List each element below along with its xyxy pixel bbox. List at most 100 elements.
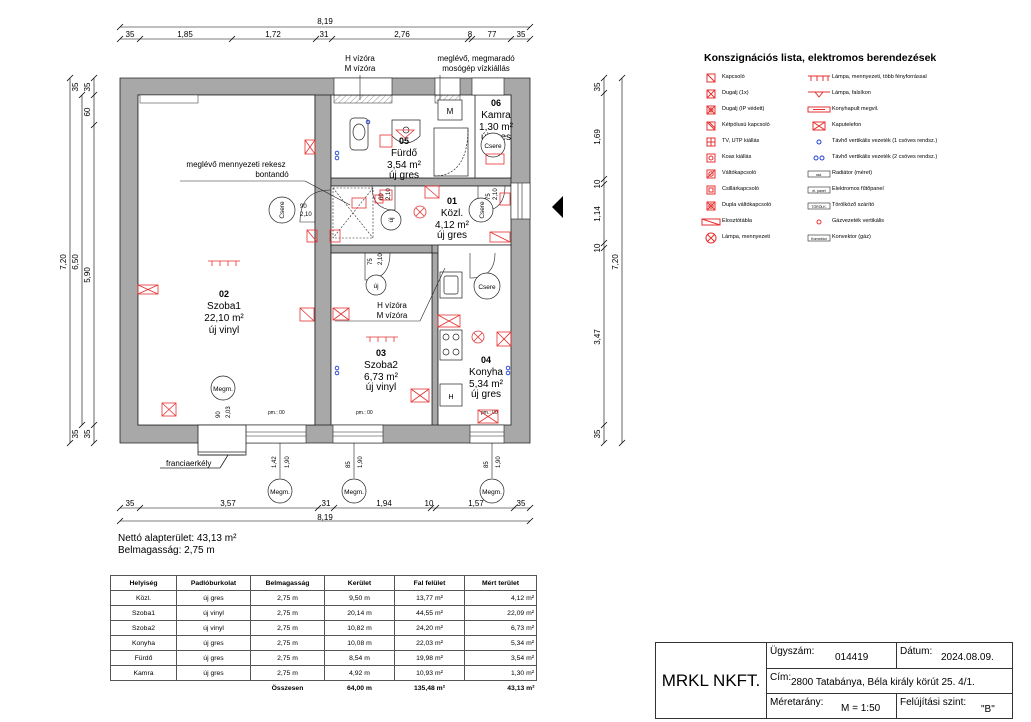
svg-text:2,10: 2,10	[493, 188, 499, 200]
svg-text:2,10: 2,10	[378, 253, 384, 265]
left-dimensions: 7,20 6,50 5,90 35 35 60 35 35	[59, 74, 98, 447]
room-05: 05 Fürdő 3,54 m² új gres	[387, 136, 422, 181]
plan-socket-icon	[161, 402, 177, 417]
total-width-top: 8,19	[317, 17, 333, 26]
total-label: Összesen	[271, 684, 304, 692]
parapet-marks: pm.: 00 pm.: 00 pm.: 00	[268, 410, 498, 416]
cabinet-light-icon	[806, 104, 832, 115]
legend-label-distribution-board: Elosztótábla	[722, 218, 752, 224]
date-cell: Dátum: 2024.08.09.	[897, 643, 1013, 669]
legend-label-changeover: Váltókapcsoló	[722, 170, 757, 176]
level-cell: Felújítási szint: "B"	[900, 697, 995, 715]
table-total-row: Összesen 64,00 m 135,48 m² 43,13 m²	[111, 681, 537, 696]
bottom-dimensions: 35 3,57 31 1,94 10 1,57 35 8,19	[116, 499, 534, 525]
legend-label-heating-1: Távhő vertikális vezeték (1 csöves rends…	[832, 138, 938, 144]
legend-label-tv-utp: TV, UTP kiállás	[722, 138, 760, 144]
svg-text:75: 75	[368, 258, 374, 265]
wall-openings	[239, 77, 531, 444]
towel-dryer-icon: TÖRÖLK.	[806, 200, 832, 211]
legend-label-radiator: Radiátor (méret)	[832, 170, 873, 176]
ceiling-height-note: Belmagasság: 2,75 m	[118, 545, 215, 556]
legend-label-two-pole: Kétpólusú kapcsoló	[722, 122, 770, 128]
svg-text:el. panel: el. panel	[812, 189, 825, 193]
plan-socket-icon	[332, 307, 350, 321]
right-dimensions: 35 1,69 10 1,14 10 3,47 35 7,20	[593, 74, 626, 447]
svg-text:új gres: új gres	[389, 170, 419, 181]
dim-bottom-2: 31	[322, 499, 331, 508]
tag-uj-1: új	[388, 217, 395, 222]
dim-bottom-5: 1,57	[468, 499, 484, 508]
dim-top-2: 1,72	[265, 30, 281, 39]
dim-right-3: 1,14	[593, 206, 602, 222]
tag-megm-3: Megm.	[344, 489, 364, 496]
tag-megm-2: Megm.	[270, 489, 290, 496]
washing-machine-icon	[437, 99, 463, 121]
svg-text:1,30 m²: 1,30 m²	[479, 122, 514, 133]
svg-text:04: 04	[481, 355, 491, 365]
plan-ceiling-lamp-icon	[413, 205, 427, 219]
legend-label-cabinet-light: Konyhapult megvil.	[832, 106, 879, 112]
svg-text:90: 90	[300, 204, 307, 210]
tag-csere-4: Csere	[478, 284, 496, 291]
coax-icon	[700, 152, 722, 163]
svg-text:1,90: 1,90	[496, 456, 502, 468]
svg-text:2,10: 2,10	[300, 212, 312, 218]
svg-text:új gres: új gres	[437, 230, 467, 241]
scale-cell: Méretarány: M = 1:50	[767, 694, 897, 719]
walls	[119, 77, 531, 444]
water-meter-top-m: M vízóra	[345, 64, 376, 73]
legend-label-socket-ip: Dugalj (IP védett)	[722, 106, 765, 112]
plan-socket-icon	[137, 284, 159, 295]
svg-text:új vinyl: új vinyl	[366, 382, 397, 393]
dim-bottom-0: 35	[126, 499, 135, 508]
svg-text:új gres: új gres	[471, 389, 501, 400]
dim-bottom-1: 3,57	[220, 499, 236, 508]
stove-icon	[439, 329, 463, 361]
heating-pipe-1-icon	[806, 136, 832, 147]
opening-dimensions: 1,42 1,90 85 1,90 85 1,90	[272, 456, 502, 468]
svg-text:Fürdő: Fürdő	[391, 148, 418, 159]
dim-top-4: 2,76	[394, 30, 410, 39]
chandelier-switch-icon	[700, 184, 722, 195]
gas-pipe-icon	[806, 216, 832, 227]
dim-top-7: 35	[517, 30, 526, 39]
plan-ceiling-lamp-icon	[471, 330, 485, 344]
dim-top-0: 35	[126, 30, 135, 39]
room-table: Helyiség Padlóburkolat Belmagasság Kerül…	[110, 575, 537, 695]
existing-note-2: mosógép vízkiállás	[442, 64, 510, 73]
dim-right-1: 1,69	[593, 129, 602, 145]
dim-left-small-3: 35	[71, 429, 80, 438]
window-frames	[240, 183, 523, 437]
french-balcony	[160, 424, 247, 469]
radiator-icon: rad.	[806, 168, 832, 179]
plan-switch-icon	[299, 307, 315, 322]
water-meter-mid-h: H vízóra	[377, 301, 407, 310]
svg-text:új vinyl: új vinyl	[209, 325, 240, 336]
svg-text:H: H	[448, 394, 453, 401]
room-03: 03 Szoba2 6,73 m² új vinyl	[364, 348, 399, 393]
socket-ip-icon	[700, 104, 722, 115]
legend-label-multi-lamp: Lámpa, mennyezeti, több fényforrással	[832, 74, 927, 80]
water-meter-top-h: H vízóra	[345, 54, 375, 63]
dim-left-outer: 7,20	[59, 254, 68, 270]
svg-text:85: 85	[346, 461, 352, 468]
address-value: 2800 Tatabánya, Béla király körút 25. 4/…	[791, 677, 975, 688]
shower-tray-icon	[433, 127, 469, 177]
svg-text:Kamra: Kamra	[481, 110, 511, 121]
dim-bottom-3: 1,94	[376, 499, 392, 508]
legend-title: Konszignációs lista, elektromos berendez…	[704, 52, 937, 64]
plan-multi-lamp-icon	[366, 336, 398, 342]
dim-left-room: 5,90	[83, 267, 92, 283]
svg-text:Konvektor: Konvektor	[811, 237, 828, 241]
kitchen-fixtures: H	[439, 271, 463, 407]
existing-note-1: meglévő, megmaradó	[437, 54, 515, 63]
door-furdo	[371, 185, 396, 211]
case-cell: Ügyszám: 014419	[767, 643, 897, 669]
total-wall-area: 135,48 m²	[414, 684, 445, 692]
plan-annotations: H vízóra M vízóra meglévő, megmaradó mos…	[186, 54, 515, 320]
